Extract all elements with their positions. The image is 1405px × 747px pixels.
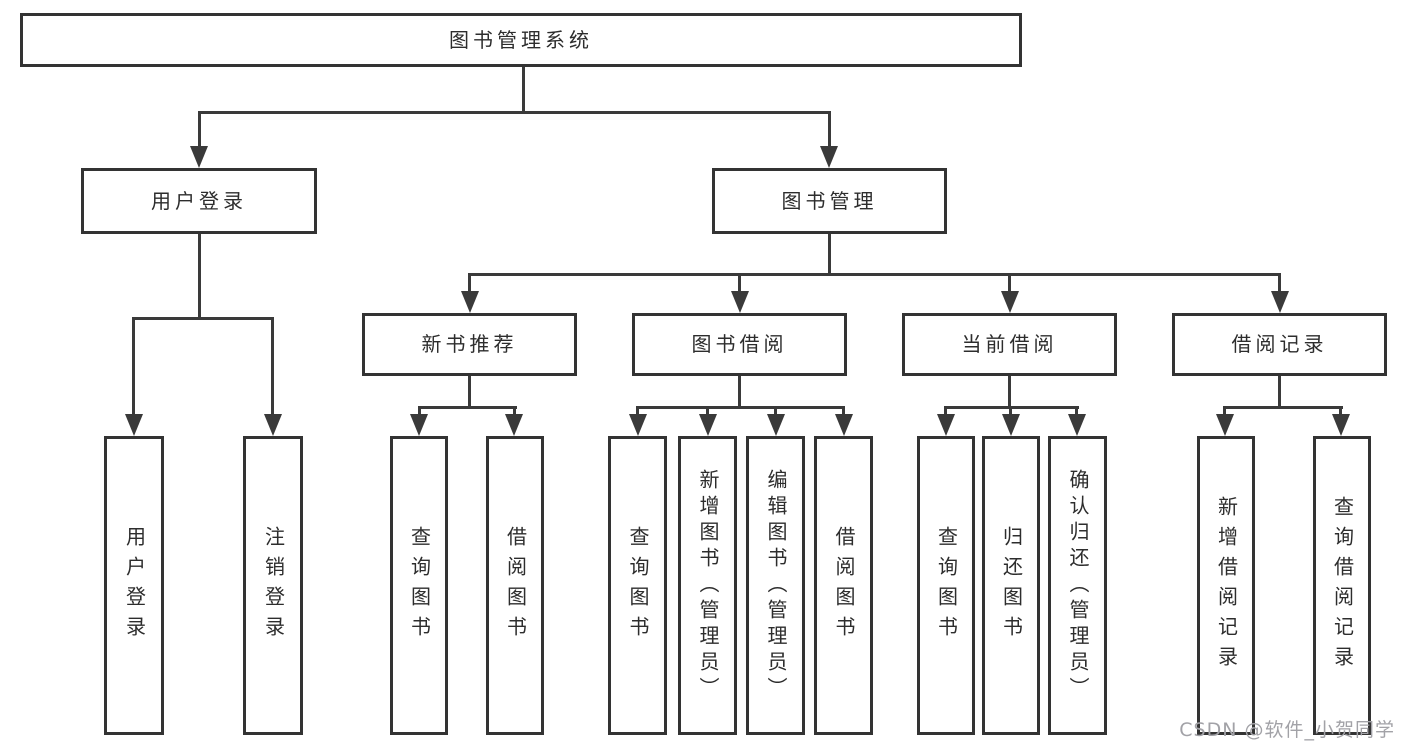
connector-book-management-stem (828, 234, 831, 276)
node-label: 用户登录 (151, 188, 247, 213)
node-leaf-br-query-record: 查询借阅记录 (1313, 436, 1371, 735)
node-leaf-cb-query-book: 查询图书 (917, 436, 975, 735)
node-leaf-user-login: 用户登录 (104, 436, 164, 735)
connector-to-new-book-recommend (468, 273, 471, 307)
node-leaf-logout: 注销登录 (243, 436, 303, 735)
node-label: 图书管理系统 (449, 27, 593, 52)
arrow-down-icon (1332, 414, 1350, 436)
arrow-down-icon (731, 291, 749, 313)
arrow-down-icon (937, 414, 955, 436)
arrow-down-icon (1068, 414, 1086, 436)
arrow-down-icon (1002, 414, 1020, 436)
connector-borrow-record-rail (1223, 406, 1343, 409)
node-leaf-bb-borrow-book: 借阅图书 (814, 436, 873, 735)
arrow-down-icon (461, 291, 479, 313)
node-leaf-nb-query-book: 查询图书 (390, 436, 448, 735)
connector-new-book-stem (468, 376, 471, 409)
arrow-down-icon (505, 414, 523, 436)
arrow-down-icon (699, 414, 717, 436)
connector-user-login-stem (198, 234, 201, 320)
node-leaf-bb-add-book: 新增图书（管理员） (678, 436, 737, 735)
node-label: 新书推荐 (421, 332, 518, 356)
arrow-down-icon (820, 146, 838, 168)
node-leaf-bb-edit-book: 编辑图书（管理员） (746, 436, 805, 735)
connector-to-borrow-record (1278, 273, 1281, 307)
node-label: 借阅记录 (1231, 332, 1328, 356)
arrow-down-icon (1271, 291, 1289, 313)
node-book-borrow: 图书借阅 (632, 313, 847, 376)
connector-to-leaf-logout (271, 317, 274, 430)
node-leaf-cb-confirm-return: 确认归还（管理员） (1048, 436, 1107, 735)
node-user-login: 用户登录 (81, 168, 317, 234)
connector-borrow-record-stem (1278, 376, 1281, 409)
connector-book-borrow-rail (636, 406, 845, 409)
arrow-down-icon (410, 414, 428, 436)
node-leaf-nb-borrow-book: 借阅图书 (486, 436, 544, 735)
arrow-down-icon (767, 414, 785, 436)
connector-level3-rail (468, 273, 1281, 276)
node-leaf-br-add-record: 新增借阅记录 (1197, 436, 1255, 735)
node-new-book-recommend: 新书推荐 (362, 313, 577, 376)
connector-to-book-borrow (738, 273, 741, 307)
arrow-down-icon (190, 146, 208, 168)
node-book-management: 图书管理 (712, 168, 947, 234)
node-label: 图书借阅 (691, 332, 788, 356)
connector-to-current-borrow (1008, 273, 1011, 307)
connector-book-borrow-stem (738, 376, 741, 409)
connector-new-book-rail (418, 406, 517, 409)
node-root-system: 图书管理系统 (20, 13, 1022, 67)
arrow-down-icon (1216, 414, 1234, 436)
connector-to-user-login (198, 111, 201, 162)
connector-to-leaf-user-login (132, 317, 135, 430)
csdn-watermark: CSDN @软件_小贺同学 (1179, 719, 1395, 741)
node-label: 图书管理 (781, 188, 878, 213)
connector-root-stem (522, 65, 525, 114)
arrow-down-icon (125, 414, 143, 436)
connector-user-login-rail (132, 317, 274, 320)
arrow-down-icon (629, 414, 647, 436)
arrow-down-icon (264, 414, 282, 436)
node-label: 当前借阅 (961, 332, 1058, 356)
node-current-borrow: 当前借阅 (902, 313, 1117, 376)
node-leaf-cb-return-book: 归还图书 (982, 436, 1040, 735)
arrow-down-icon (835, 414, 853, 436)
connector-to-book-management (828, 111, 831, 162)
node-leaf-bb-query-book: 查询图书 (608, 436, 667, 735)
connector-current-borrow-stem (1008, 376, 1011, 409)
arrow-down-icon (1001, 291, 1019, 313)
node-borrow-record: 借阅记录 (1172, 313, 1387, 376)
connector-level2-rail (198, 111, 831, 114)
